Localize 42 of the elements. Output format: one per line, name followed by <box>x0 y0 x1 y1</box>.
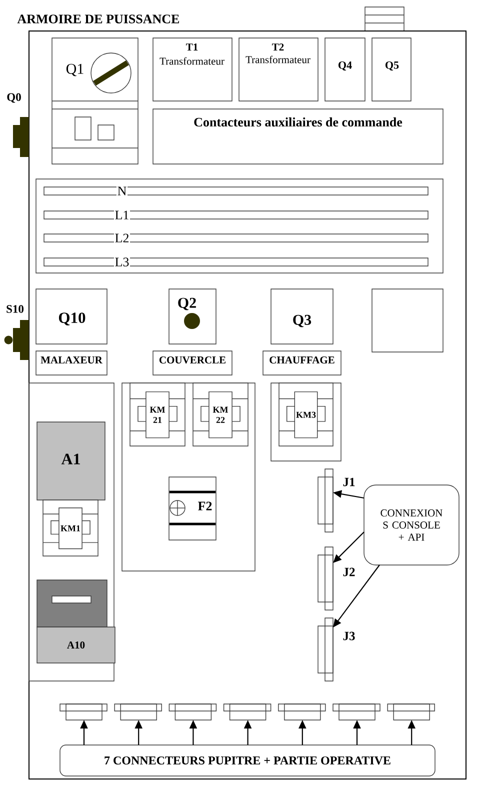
name-plate: CHAUFFAGE <box>262 350 342 376</box>
contactor: KM 22 <box>192 382 248 446</box>
fuse-holder: F2 <box>168 476 216 540</box>
connector <box>387 704 435 720</box>
connector-label: J1 <box>343 478 355 486</box>
contactor: KM 21 <box>130 382 186 446</box>
connector <box>332 704 380 720</box>
name-plate: MALAXEUR <box>36 350 108 376</box>
mounting-panel <box>28 382 114 682</box>
connector <box>114 704 162 720</box>
component-label: S10 <box>6 305 24 313</box>
connector <box>278 704 326 720</box>
rounded-box: CONNEXION S CONSOLE + API <box>364 484 460 566</box>
breaker-box: Q3 <box>270 288 334 344</box>
drive-label: A10 <box>36 626 116 664</box>
contactor-block: Contacteurs auxiliaires de commande <box>152 108 444 164</box>
contactor: KM3 <box>278 382 334 446</box>
busbar-panel <box>36 178 444 274</box>
connector <box>168 704 217 720</box>
transformer-box: T2 Transformateur <box>238 38 318 102</box>
busbar: L3 <box>44 256 428 268</box>
connector-label: J2 <box>343 568 355 576</box>
busbar: N <box>44 186 428 196</box>
arrow <box>333 532 364 563</box>
connector <box>223 704 272 720</box>
busbar: L1 <box>44 210 428 220</box>
breaker-box: Q1 <box>52 38 138 164</box>
busbar: L2 <box>44 232 428 244</box>
empty-box <box>372 288 444 352</box>
breaker-box: Q10 <box>36 288 108 344</box>
module-box: A1 <box>36 422 106 500</box>
breaker-box: Q4 <box>324 38 366 102</box>
transformer-box: T1 Transformateur <box>152 38 232 102</box>
breaker-box: Q2 <box>168 288 216 344</box>
connector <box>60 704 108 720</box>
name-plate: COUVERCLE <box>152 350 232 376</box>
component-label: Q0 <box>7 93 21 103</box>
breaker-box: Q5 <box>372 38 412 102</box>
rounded-box: 7 CONNECTEURS PUPITRE + PARTIE OPERATIVE <box>60 744 436 776</box>
title: ARMOIRE DE PUISSANCE <box>17 14 180 24</box>
contactor: KM1 <box>42 500 98 556</box>
connector-label: J3 <box>343 632 355 640</box>
